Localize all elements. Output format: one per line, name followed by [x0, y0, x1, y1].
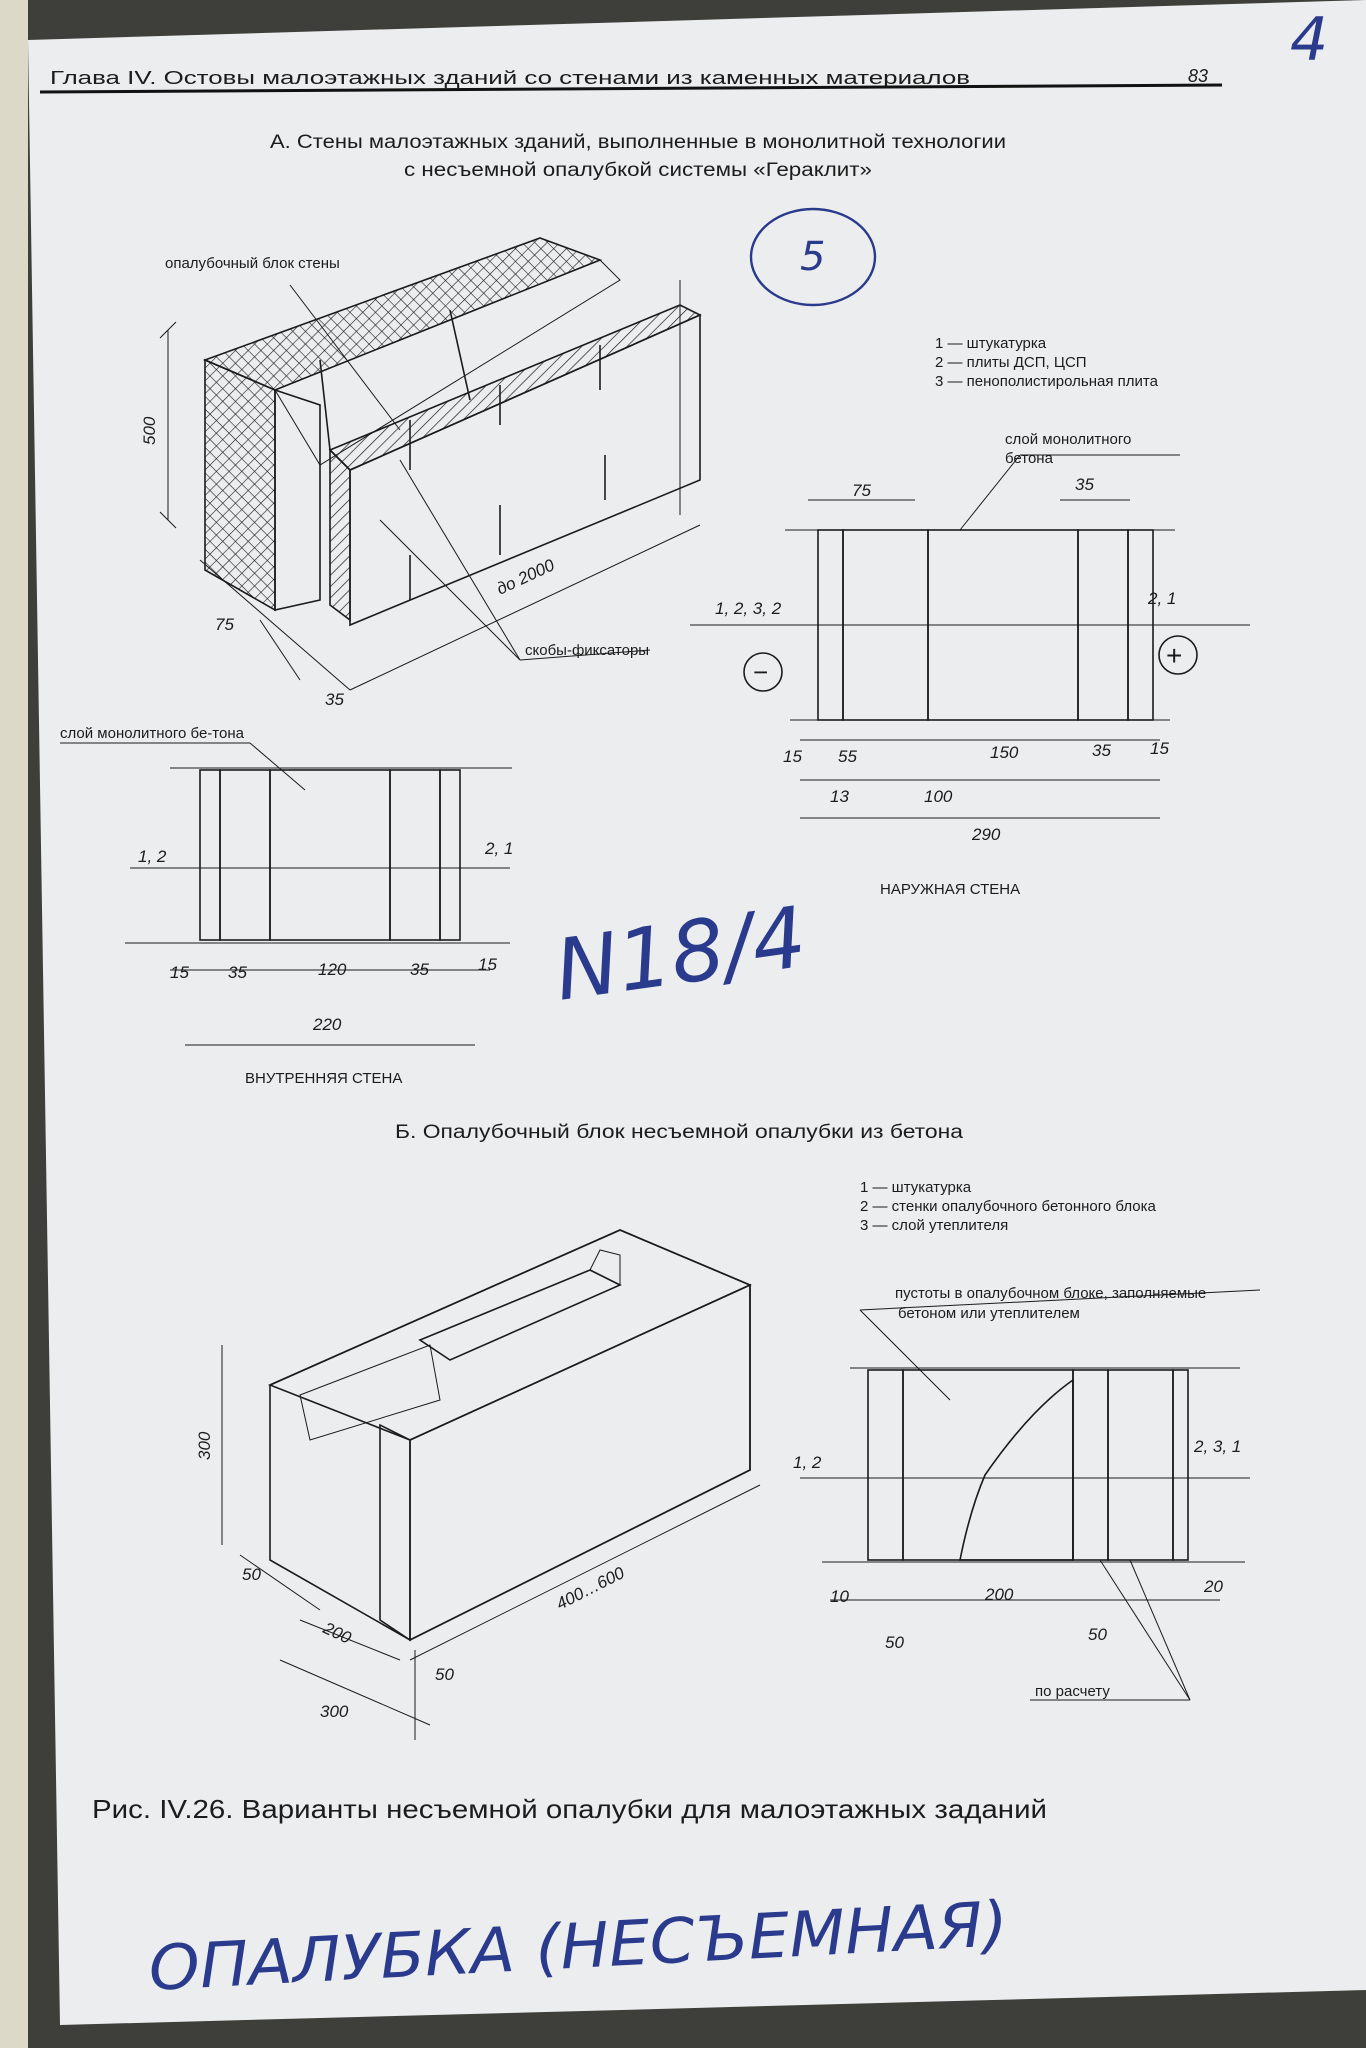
plus-label: +: [1166, 640, 1182, 671]
inner-wall-section: слой монолитного бе-тона 1, 2 2, 1 15 35…: [60, 725, 513, 1087]
outer-wall-caption: НАРУЖНАЯ СТЕНА: [880, 881, 1020, 898]
voids-label-1: пустоты в опалубочном блоке, заполняемые: [895, 1285, 1206, 1302]
page-number: 83: [1188, 66, 1208, 86]
running-header: Глава IV. Остовы малоэтажных зданий со с…: [39, 66, 1223, 94]
outer-dim-150: 150: [990, 743, 1019, 762]
block-dim-300-w: 300: [320, 1702, 349, 1721]
inner-dim-220: 220: [312, 1015, 342, 1034]
section-b-title: Б. Опалубочный блок несъемной опалубки и…: [395, 1122, 964, 1143]
inner-dim-120: 120: [318, 960, 347, 979]
minus-label: −: [753, 657, 768, 687]
dim-500: 500: [140, 416, 159, 445]
plus-sign: [1158, 635, 1198, 675]
handwritten-circle-number: 5: [800, 234, 825, 280]
inner-wall-caption: ВНУТРЕННЯЯ СТЕНА: [245, 1070, 402, 1087]
block-dim-50b: 50: [435, 1665, 454, 1684]
paper-sheet: [28, 0, 1366, 2025]
figure-caption: Рис. IV.26. Варианты несъемной опалубки …: [92, 1794, 1047, 1824]
chapter-title: Глава IV. Остовы малоэтажных зданий со с…: [50, 68, 970, 88]
outer-dim-100: 100: [924, 787, 953, 806]
outer-wall-section: слой монолитного бетона 75 35 1, 2, 3, 2…: [690, 431, 1250, 898]
inner-right-layers: 2, 1: [484, 839, 513, 858]
legend-b-item-3: 3 — слой утеплителя: [860, 1217, 1008, 1234]
block-label: опалубочный блок стены: [165, 255, 340, 272]
legend-a-item-3: 3 — пенополистирольная плита: [935, 373, 1159, 390]
section-a-title-line2: с несъемной опалубкой системы «Гераклит»: [404, 160, 872, 181]
outer-dim-35: 35: [1075, 475, 1094, 494]
inner-dim-15a: 15: [170, 963, 189, 982]
legend-b: 1 — штукатурка 2 — стенки опалубочного б…: [860, 1179, 1156, 1234]
handwritten-page-number: 4: [1290, 5, 1328, 75]
inner-dim-35b: 35: [410, 960, 429, 979]
section-b-dim-200: 200: [984, 1585, 1014, 1604]
minus-sign: [743, 652, 783, 692]
dim-35: 35: [325, 690, 344, 709]
section-b-dim-20: 20: [1203, 1577, 1223, 1596]
inner-dim-15b: 15: [478, 955, 497, 974]
outer-dim-13: 13: [830, 787, 849, 806]
inner-left-layers: 1, 2: [138, 847, 167, 866]
clips-label: скобы-фиксаторы: [525, 642, 649, 659]
voids-label-2: бетоном или утеплителем: [898, 1305, 1080, 1322]
outer-concrete-label-2: бетона: [1005, 450, 1054, 467]
section-b-left-layers: 1, 2: [793, 1453, 822, 1472]
outer-dim-55: 55: [838, 747, 857, 766]
block-dim-50: 50: [242, 1565, 261, 1584]
inner-concrete-label: слой монолитного бе-тона: [60, 725, 245, 742]
outer-right-layers: 2, 1: [1147, 589, 1176, 608]
inner-dim-35a: 35: [228, 963, 247, 982]
block-wall-section: пустоты в опалубочном блоке, заполняемые…: [793, 1285, 1261, 1701]
legend-a-item-1: 1 — штукатурка: [935, 335, 1047, 352]
legend-b-item-2: 2 — стенки опалубочного бетонного блока: [860, 1198, 1156, 1215]
page-edge: [0, 0, 28, 2048]
dim-75: 75: [215, 615, 234, 634]
section-b-dim-50a: 50: [885, 1633, 904, 1652]
section-b-dim-10: 10: [830, 1587, 849, 1606]
legend-a-item-2: 2 — плиты ДСП, ЦСП: [935, 354, 1087, 371]
outer-dim-15a: 15: [783, 747, 802, 766]
outer-dim-15b: 15: [1150, 739, 1169, 758]
outer-dim-75: 75: [852, 481, 871, 500]
block-dim-300-h: 300: [195, 1431, 214, 1460]
legend-b-item-1: 1 — штукатурка: [860, 1179, 972, 1196]
section-a-title-line1: А. Стены малоэтажных зданий, выполненные…: [270, 132, 1006, 153]
legend-a: 1 — штукатурка 2 — плиты ДСП, ЦСП 3 — пе…: [935, 335, 1159, 390]
section-b-right-layers: 2, 3, 1: [1193, 1437, 1241, 1456]
outer-concrete-label-1: слой монолитного: [1005, 431, 1131, 448]
header-rule: [39, 83, 1223, 94]
outer-dim-35b: 35: [1092, 741, 1111, 760]
isometric-wall-block: опалубочный блок стены 500 до 2000 75 35…: [140, 237, 702, 709]
outer-dim-290: 290: [971, 825, 1001, 844]
outer-left-layers: 1, 2, 3, 2: [715, 599, 782, 618]
by-calculation-label: по расчету: [1035, 1683, 1110, 1700]
handwritten-circle: [749, 207, 877, 307]
section-b-dim-50b: 50: [1088, 1625, 1107, 1644]
